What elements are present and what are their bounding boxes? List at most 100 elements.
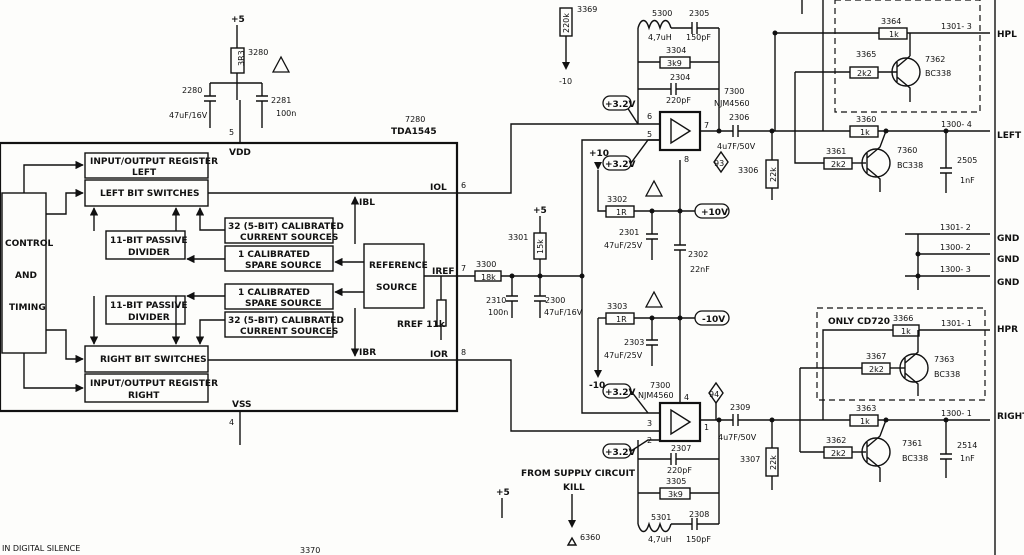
r3361-value: 2k2 [831, 160, 846, 169]
r3360-ref: 3360 [856, 115, 876, 124]
t7363-part: BC338 [934, 370, 960, 379]
dac-ic-block: 7280 TDA1545 5 VDD VSS 4 CONTROL AND TIM… [0, 100, 459, 445]
pin-ior-number: 8 [461, 348, 466, 357]
gnd2-label: GND [997, 255, 1019, 265]
io-left-line-1: INPUT/OUTPUT REGISTER [90, 157, 218, 167]
r3307-ref: 3307 [740, 455, 760, 464]
pin-iol-number: 6 [461, 181, 466, 190]
divider-bot-line-1: 11-BIT PASSIVE [110, 301, 188, 311]
r3362-ref: 3362 [826, 436, 846, 445]
r3300-ref: 3300 [476, 260, 496, 269]
hpl-dashed-box [834, 0, 981, 113]
kill-label: KILL [563, 483, 585, 493]
ior-wire [457, 359, 660, 432]
c2303-value: 47uF/25V [604, 351, 643, 360]
plus10-label: +10 [589, 149, 609, 159]
cal-bot-line-2: CURRENT SOURCES [240, 327, 338, 337]
right-label: RIGHT [997, 412, 1024, 422]
r3365-value: 2k2 [857, 69, 872, 78]
cal-top-line-2: CURRENT SOURCES [240, 233, 338, 243]
divider-bot-line-2: DIVIDER [128, 313, 170, 323]
c2305-value: 150pF [686, 33, 711, 42]
left-amp-part: NJM4560 [714, 99, 750, 108]
iref-plus5-label: +5 [533, 206, 547, 216]
divider-bottom [105, 295, 186, 325]
silence-note: IN DIGITAL SILENCE [2, 544, 80, 553]
pin-vss-number: 4 [229, 418, 234, 427]
gnd2-conn: 1300- 2 [940, 243, 971, 252]
ic-ref: 7280 [405, 115, 425, 124]
r3361-ref: 3361 [826, 147, 846, 156]
vss-label: VSS [232, 400, 252, 410]
l5300-ref: 5300 [652, 9, 672, 18]
ior-label: IOR [430, 350, 448, 360]
right-pin1: 1 [704, 423, 709, 432]
c2304-value: 220pF [666, 96, 691, 105]
reference-line-2: SOURCE [376, 283, 417, 293]
plus5-label: +5 [231, 15, 245, 25]
hpr-dashed-box [816, 307, 986, 401]
right-pin4: 4 [684, 393, 689, 402]
c2308-ref: 2308 [689, 510, 709, 519]
c2309-ref: 2309 [730, 403, 750, 412]
ref32-right-a: +3.2V [605, 388, 635, 398]
right-amp-ref: 7300 [650, 381, 670, 390]
c2308-value: 150pF [686, 535, 711, 544]
left-amp-ref: 7300 [724, 87, 744, 96]
l5300-inductor [637, 19, 672, 31]
io-register-right [84, 373, 209, 403]
c2307-ref: 2307 [671, 444, 691, 453]
rail-network: +10 3302 1R 2301 47uF/25V +10V 2302 22nF… [589, 149, 730, 400]
c2306-ref: 2306 [729, 113, 749, 122]
io-right-line-2: RIGHT [128, 391, 160, 401]
vdd-label: VDD [229, 148, 251, 158]
minus10v-label: -10V [702, 315, 725, 325]
c2514-value: 1nF [960, 454, 975, 463]
only-cd720: ONLY CD720 [828, 317, 890, 327]
gnd3-label: GND [997, 278, 1019, 288]
r3301-value: 15k [536, 239, 545, 254]
t7363-ref: 7363 [934, 355, 954, 364]
r3306-value: 22k [769, 167, 778, 182]
l5300-value: 4,7uH [648, 33, 672, 42]
pin-vdd-number: 5 [229, 128, 234, 137]
right-bit-switches [84, 345, 209, 373]
r3365-ref: 3365 [856, 50, 876, 59]
plus10v-label: +10V [701, 208, 728, 218]
ref32-node-left-a [602, 95, 632, 111]
c2300-ref: 2300 [545, 296, 565, 305]
r3366-value: 1k [901, 327, 911, 336]
control-line-2: AND [15, 271, 37, 281]
r3305-ref: 3305 [666, 477, 686, 486]
left-pin8: 8 [684, 155, 689, 164]
right-bits-label: RIGHT BIT SWITCHES [100, 355, 207, 365]
left-pin7: 7 [704, 121, 709, 130]
r3306-ref: 3306 [738, 166, 758, 175]
c2300-value: 47uF/16V [544, 308, 583, 317]
c2301-ref: 2301 [619, 228, 639, 237]
ibr-label: IBR [359, 348, 376, 358]
ref32-node-left-b [602, 155, 632, 171]
control-line-3: TIMING [9, 303, 46, 313]
t7360-ref: 7360 [897, 146, 917, 155]
rref-label: RREF 11k [397, 320, 446, 330]
left-pin6: 6 [647, 112, 652, 121]
supply-vdd: +5 3R3 3280 2280 47uF/16V 2281 100n [169, 15, 296, 128]
c2310-value: 100n [488, 308, 508, 317]
warning-icon [271, 55, 291, 73]
hpl-conn: 1301- 3 [941, 22, 972, 31]
r3304-ref: 3304 [666, 46, 686, 55]
t7360-part: BC338 [897, 161, 923, 170]
node-93 [713, 150, 729, 174]
l5301-inductor [637, 521, 672, 533]
spare-top-line-2: SPARE SOURCE [245, 261, 322, 271]
right-amp-part: NJM4560 [638, 391, 674, 400]
cal-sources-bottom [224, 311, 334, 338]
left-label: LEFT [997, 131, 1022, 141]
c2302-value: 22nF [690, 265, 710, 274]
r3307-value: 22k [769, 455, 778, 470]
divider-top-line-2: DIVIDER [128, 248, 170, 258]
r3364-value: 1k [889, 30, 899, 39]
c2505-value: 1nF [960, 176, 975, 185]
gnd1-label: GND [997, 234, 1019, 244]
